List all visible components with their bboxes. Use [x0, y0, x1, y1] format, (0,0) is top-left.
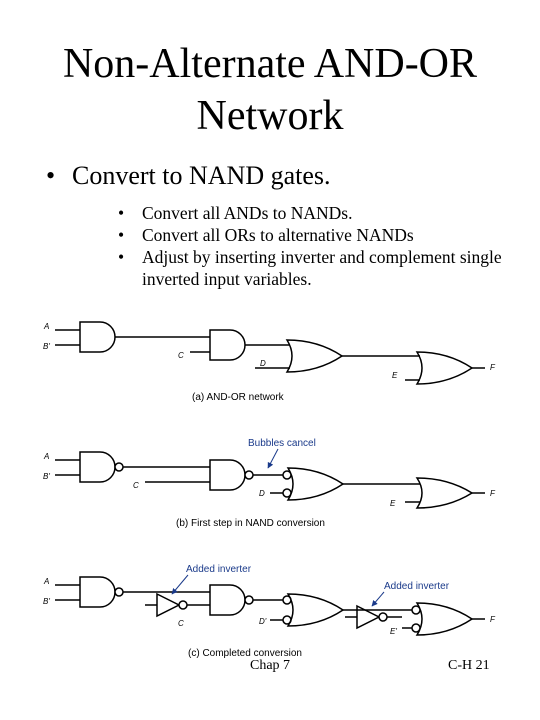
inverter [356, 604, 381, 630]
label-dp: D' [259, 617, 267, 626]
label-c: C [133, 481, 139, 490]
inversion-bubble [114, 462, 124, 472]
label-f: F [490, 489, 496, 498]
labels-a: A B' C D E F (a) AND-OR network [43, 322, 496, 403]
label-bp: B' [43, 472, 50, 481]
sub-bullet-text: Adjust by inserting inverter and complem… [142, 247, 502, 289]
inversion-bubble [378, 612, 388, 622]
inversion-bubble [244, 470, 254, 480]
or-gate [415, 602, 474, 636]
or-gate [415, 477, 474, 509]
nand-gate [209, 584, 246, 616]
label-bp: B' [43, 342, 50, 351]
label-ep: E' [390, 627, 397, 636]
nand-gate [209, 459, 246, 491]
sub-bullet: • Convert all ANDs to NANDs. [118, 202, 518, 224]
label-f: F [490, 363, 496, 372]
callout-bubbles-cancel: Bubbles cancel [248, 438, 316, 449]
label-e: E [392, 371, 398, 380]
label-d: D [260, 359, 266, 368]
bullet-dot: • [118, 225, 125, 245]
network-b [55, 451, 485, 509]
bullet-dot: • [46, 161, 56, 190]
label-f: F [490, 615, 496, 624]
caption-a: (a) AND-OR network [192, 392, 285, 403]
main-bullet-text: Convert to NAND gates. [72, 161, 331, 190]
inversion-bubble [178, 600, 188, 610]
nand-gate [79, 451, 116, 483]
slide-title: Non-Alternate AND-OR Network [0, 38, 540, 142]
labels-c: A B' C D' E' F Added inverter Added inve… [43, 564, 496, 659]
sub-bullet: • Convert all ORs to alternative NANDs [118, 224, 518, 246]
label-d: D [259, 489, 265, 498]
or-gate [415, 351, 474, 385]
main-bullet: • Convert to NAND gates. [46, 160, 331, 192]
nand-gate [79, 576, 116, 608]
bullet-dot: • [118, 203, 125, 223]
caption-b: (b) First step in NAND conversion [176, 518, 325, 529]
footer-page-number: C-H 21 [448, 658, 490, 673]
label-c: C [178, 619, 184, 628]
network-a [55, 321, 485, 385]
logic-diagram: A B' C D E F (a) AND-OR network A B' C D… [43, 321, 496, 659]
label-e: E [390, 499, 396, 508]
bullet-dot: • [118, 247, 125, 267]
label-c: C [178, 351, 184, 360]
label-a: A [43, 452, 49, 461]
label-a: A [43, 577, 49, 586]
callout-added-inverter-1: Added inverter [186, 564, 252, 575]
title-line-1: Non-Alternate AND-OR [62, 41, 478, 87]
or-gate [286, 467, 345, 501]
and-gate [79, 321, 116, 353]
sub-bullet-text: Convert all ANDs to NANDs. [142, 203, 353, 223]
footer-chapter: Chap 7 [250, 658, 291, 673]
and-gate [209, 329, 246, 361]
sub-bullet-list: • Convert all ANDs to NANDs. • Convert all… [118, 202, 518, 290]
labels-b: A B' C D E F Bubbles cancel (b) First st… [43, 438, 496, 529]
inversion-bubble [244, 595, 254, 605]
sub-bullet-text: Convert all ORs to alternative NANDs [142, 225, 414, 245]
inverter [156, 592, 181, 618]
or-gate [286, 593, 345, 627]
label-a: A [43, 322, 49, 331]
sub-bullet: • Adjust by inserting inverter and comple… [118, 246, 518, 290]
network-c [55, 576, 485, 636]
or-gate [285, 339, 344, 373]
inversion-bubble [114, 587, 124, 597]
title-line-2: Network [196, 93, 344, 139]
label-bp: B' [43, 597, 50, 606]
callout-added-inverter-2: Added inverter [384, 581, 450, 592]
caption-c: (c) Completed conversion [188, 648, 302, 659]
